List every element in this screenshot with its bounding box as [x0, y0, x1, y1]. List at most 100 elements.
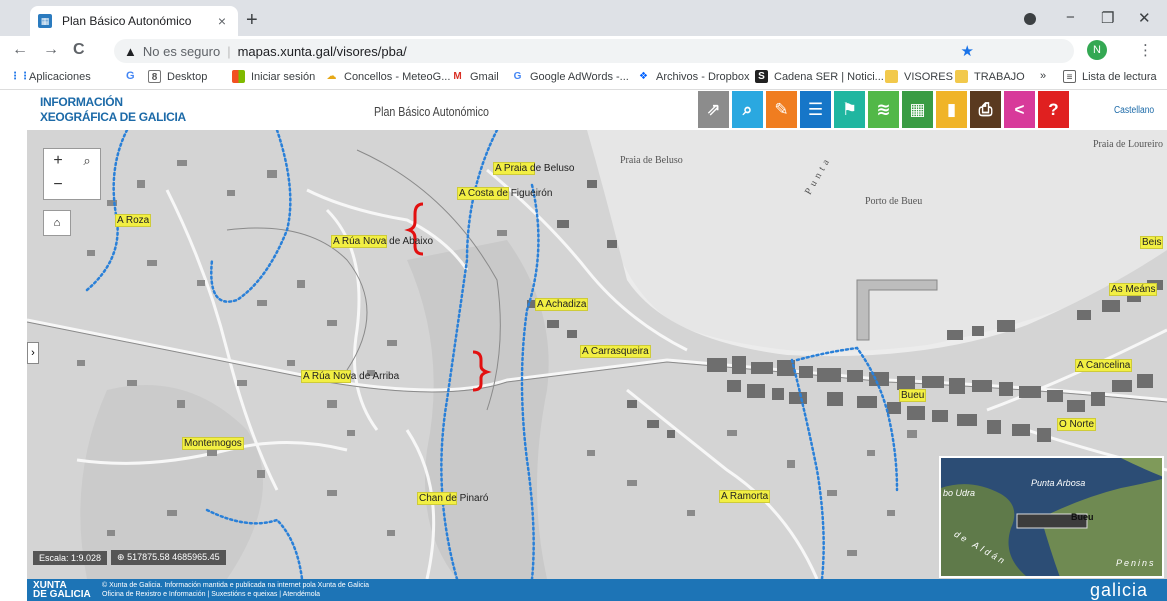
bookmark-login[interactable]: Iniciar sesión	[232, 70, 315, 83]
footer: XUNTA DE GALICIA © Xunta de Galicia. Inf…	[27, 579, 1167, 601]
annotation-brace-1	[404, 202, 424, 256]
security-status[interactable]: No es seguro	[142, 43, 221, 59]
pier	[856, 279, 938, 341]
place-label[interactable]: Chan de Pinaró	[417, 492, 489, 505]
crosshair-icon: ⊕	[117, 552, 128, 562]
place-label[interactable]: A Ramorta	[719, 490, 771, 503]
tool-share-button[interactable]: <	[1004, 91, 1035, 128]
address-bar: ← → C ▲ No es seguro | mapas.xunta.gal/v…	[0, 36, 1167, 66]
legend-icon: ▦	[909, 99, 926, 119]
map-view[interactable]: Praia de Beluso Porto de Bueu Praia de L…	[27, 130, 1167, 579]
xunta-logo[interactable]: XUNTA DE GALICIA	[33, 580, 91, 600]
bookmark-apps[interactable]: ⋮⋮Aplicaciones	[10, 70, 91, 83]
dropbox-icon: ❖	[639, 71, 648, 82]
overview-label: Penins	[1116, 558, 1156, 568]
annotation-braces	[404, 202, 492, 392]
place-label[interactable]: O Norte	[1057, 418, 1097, 431]
reading-list-icon: ≡	[1063, 70, 1076, 83]
tool-print-button[interactable]: ⎙	[970, 91, 1001, 128]
tool-map-tools-button[interactable]: ✎	[766, 91, 797, 128]
footer-text: © Xunta de Galicia. Información mantida …	[102, 582, 370, 598]
tab-close-icon[interactable]: ×	[217, 13, 227, 29]
side-panel-toggle[interactable]: ›	[27, 342, 39, 364]
hillshade-dark	[80, 385, 263, 579]
overview-label: Punta Arbosa	[1031, 478, 1086, 488]
overview-map[interactable]: Punta Arbosa Bueu bo Udra Penins de Aldá…	[939, 456, 1164, 578]
place-label[interactable]: A Rúa Nova de Arriba	[301, 370, 400, 383]
place-label[interactable]: A Achadiza	[535, 298, 589, 311]
bookmark-meteogalicia[interactable]: ☁Concellos - MeteoG...	[326, 70, 451, 83]
browser-menu-icon[interactable]: ⋮	[1138, 42, 1153, 59]
tool-layers-button[interactable]: ≋	[868, 91, 899, 128]
list-icon: ☰	[807, 99, 824, 119]
forward-button[interactable]: →	[43, 41, 59, 58]
bookmark-dropbox[interactable]: ❖Archivos - Dropbox	[637, 70, 750, 83]
search-icon: ⌕	[742, 99, 753, 119]
place-label[interactable]: A Rúa Nova de Abaixo	[331, 235, 434, 248]
home-icon: ⌂	[53, 217, 61, 229]
media-indicator-icon[interactable]	[1024, 13, 1036, 25]
water-label: Praia de Beluso	[620, 155, 683, 166]
minimize-button[interactable]: −	[1066, 9, 1075, 26]
place-label[interactable]: A Costa de Figueirón	[457, 187, 553, 200]
overview-label: Bueu	[1071, 512, 1094, 522]
warning-icon[interactable]: ▲	[124, 43, 137, 59]
ser-icon: S	[755, 70, 768, 83]
bookmark-visores[interactable]: VISORES	[885, 70, 953, 83]
tool-list-button[interactable]: ☰	[800, 91, 831, 128]
profile-avatar[interactable]: N	[1087, 40, 1107, 60]
back-button[interactable]: ←	[12, 41, 28, 58]
more-bookmarks-button[interactable]: »	[1040, 70, 1047, 82]
overview-extent	[1016, 513, 1088, 529]
bookmark-trabajo[interactable]: TRABAJO	[955, 70, 1025, 83]
toolbar: ⇗ ⌕ ✎ ☰ ⚑ ≋ ▦ ▮⎙ <?	[698, 91, 1072, 128]
place-label[interactable]: A Praia de Beluso	[493, 162, 575, 175]
browser-tab-strip: ▦ Plan Básico Autonómico × + − ❐ ✕	[0, 0, 1167, 36]
reload-button[interactable]: C	[73, 41, 85, 58]
place-label[interactable]: As Meáns	[1109, 283, 1158, 296]
home-extent-button[interactable]: ⌂	[43, 210, 71, 236]
place-label[interactable]: A Carrasqueira	[580, 345, 651, 358]
annotation-brace-2	[472, 350, 492, 392]
close-window-button[interactable]: ✕	[1138, 10, 1151, 27]
zoom-box-icon[interactable]: ⌕	[83, 153, 91, 168]
place-label[interactable]: Bueu	[899, 389, 927, 402]
url-text[interactable]: mapas.xunta.gal/visores/pba/	[237, 43, 407, 59]
tool-legend-button[interactable]: ▦	[902, 91, 933, 128]
scale-text: Escala: 1:9.028	[33, 550, 108, 565]
river-6	[795, 346, 899, 492]
bookmark-google[interactable]: G	[126, 70, 135, 82]
brand-logo[interactable]: INFORMACIÓN XEOGRÁFICA DE GALICIA	[40, 95, 186, 124]
zoom-in-button[interactable]: +	[53, 152, 63, 169]
locate-icon: ⚑	[841, 99, 858, 119]
tool-bookmark-button[interactable]: ▮	[936, 91, 967, 128]
place-label[interactable]: Beis	[1140, 236, 1164, 249]
bookmark-star-icon[interactable]: ★	[960, 43, 974, 60]
tool-help-button[interactable]: ?	[1038, 91, 1069, 128]
url-input[interactable]: ▲ No es seguro | mapas.xunta.gal/visores…	[114, 39, 1074, 63]
share-icon: <	[1014, 99, 1025, 119]
restore-button[interactable]: ❐	[1101, 10, 1115, 27]
browser-tab[interactable]: ▦ Plan Básico Autonómico ×	[30, 6, 238, 36]
river-5	[790, 358, 825, 579]
new-tab-button[interactable]: +	[246, 9, 258, 31]
tool-locate-button[interactable]: ⚑	[834, 91, 865, 128]
overview-land	[1041, 479, 1162, 576]
tool-search-button[interactable]: ⌕	[732, 91, 763, 128]
place-label[interactable]: A Roza	[115, 214, 152, 227]
tool-share-view-button[interactable]: ⇗	[698, 91, 729, 128]
overview-canvas	[941, 458, 1162, 576]
app-header: INFORMACIÓN XEOGRÁFICA DE GALICIA Plan B…	[27, 91, 1167, 130]
zoom-out-button[interactable]: −	[53, 176, 63, 193]
river-2	[520, 183, 540, 579]
reading-list-button[interactable]: ≡Lista de lectura	[1063, 70, 1157, 83]
language-selector[interactable]: Castellano	[1114, 105, 1155, 116]
place-label[interactable]: A Cancelina	[1075, 359, 1133, 372]
place-label[interactable]: Montemogos	[182, 437, 244, 450]
galicia-logo[interactable]: galicia	[1090, 580, 1149, 600]
apps-grid-icon: ⋮⋮	[10, 71, 30, 82]
